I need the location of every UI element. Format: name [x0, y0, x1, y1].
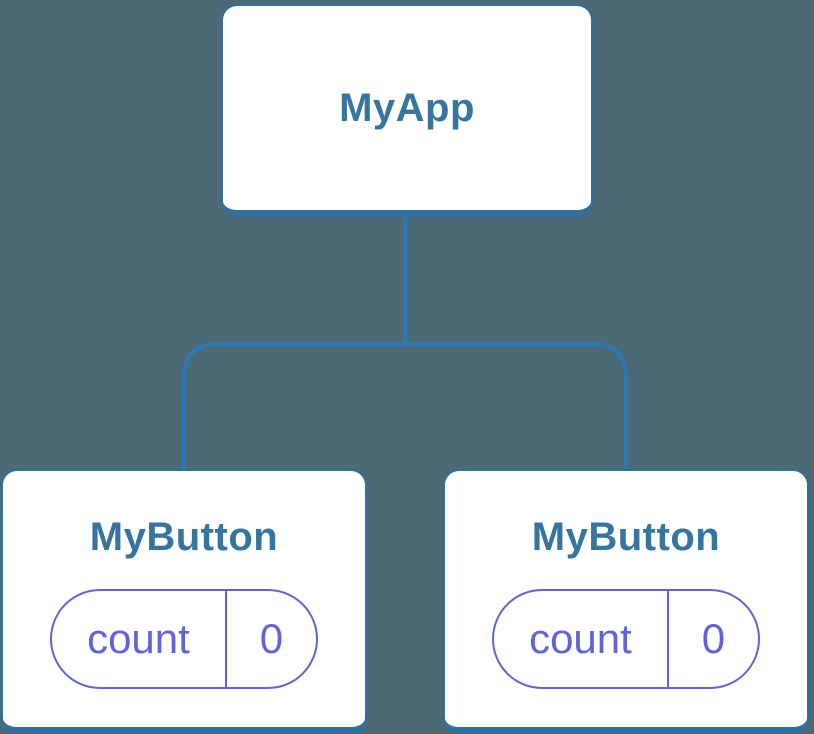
state-value-cell: 0 [666, 591, 758, 687]
state-pill: count 0 [50, 589, 318, 689]
root-component-node: MyApp [221, 4, 593, 217]
state-key-cell: count [52, 591, 225, 687]
state-value-cell: 0 [224, 591, 316, 687]
child-component-node-left: MyButton count 0 [1, 469, 367, 734]
state-key-cell: count [494, 591, 667, 687]
child-component-label: MyButton [89, 515, 279, 559]
state-key-label: count [87, 615, 190, 662]
root-component-label: MyApp [339, 86, 475, 130]
state-key-label: count [529, 615, 632, 662]
state-value: 0 [259, 615, 284, 662]
child-component-node-right: MyButton count 0 [443, 469, 809, 734]
child-component-label: MyButton [531, 515, 721, 559]
state-value: 0 [701, 615, 726, 662]
children-bracket-connector [182, 342, 628, 472]
state-pill: count 0 [492, 589, 760, 689]
